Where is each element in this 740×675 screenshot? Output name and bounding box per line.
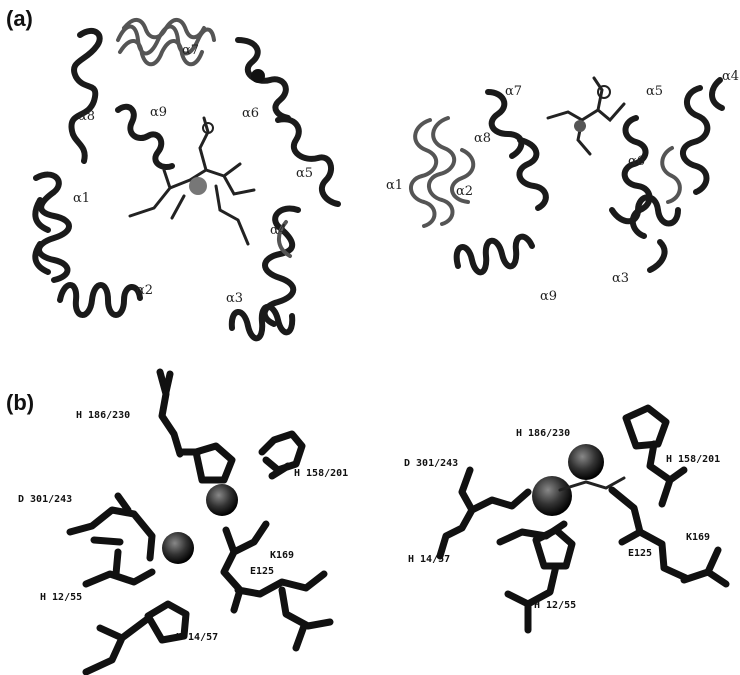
metal-ion-top-right [568, 444, 604, 480]
residue-label-h158-left: H 158/201 [294, 468, 348, 479]
residue-label-h186-left: H 186/230 [76, 410, 130, 421]
helix-label-a4-right: α4 [722, 69, 739, 84]
residue-label-d301-right: D 301/243 [404, 458, 458, 469]
residue-label-h14-right: H 14/57 [408, 554, 450, 565]
helix-a2-left [60, 285, 140, 315]
panel-a-left-view [35, 20, 338, 338]
panel-b-right-view [440, 408, 726, 630]
helix-a7-left [118, 20, 214, 64]
helix-label-a9-right: α9 [540, 289, 557, 304]
helix-label-a2-left: α2 [136, 283, 153, 298]
residue-label-h12-right: H 12/55 [534, 600, 576, 611]
panel-a-right-view [411, 78, 722, 272]
helix-label-a7-right: α7 [505, 84, 522, 99]
helix-label-a5-left: α5 [296, 166, 313, 181]
helix-bundle-right-right [612, 80, 722, 270]
residue-label-h12-left: H 12/55 [40, 592, 82, 603]
metal-ion-bottom-left [162, 532, 194, 564]
helix-label-a6-right: α6 [628, 154, 645, 169]
helix-label-a3-right: α3 [612, 271, 629, 286]
residue-label-e125-left: E125 [250, 566, 274, 577]
helix-a8-left [71, 31, 99, 161]
helix-label-a8-left: α8 [78, 109, 95, 124]
residue-label-k169-right: K169 [686, 532, 710, 543]
metal-ion-top-left [206, 484, 238, 516]
helix-label-a5-right: α5 [646, 84, 663, 99]
helix-a1-left [35, 175, 69, 280]
residue-label-h158-right: H 158/201 [666, 454, 720, 465]
central-ligand-right [548, 78, 624, 154]
helix-label-a4-left: α4 [270, 223, 287, 238]
helix-label-a3-left: α3 [226, 291, 243, 306]
helix-a5-left [278, 119, 338, 204]
residue-label-h186-right: H 186/230 [516, 428, 570, 439]
helix-label-a7-left: α7 [182, 43, 199, 58]
helix-label-a1-right: α1 [386, 178, 403, 193]
helix-bundle-right-left [411, 92, 546, 226]
helix-label-a6-left: α6 [242, 106, 259, 121]
residue-label-k169-left: K169 [270, 550, 294, 561]
residue-label-h14-left: H 14/57 [176, 632, 218, 643]
residue-label-d301-left: D 301/243 [18, 494, 72, 505]
helix-a9-right [457, 237, 532, 273]
helix-label-a8-right: α8 [474, 131, 491, 146]
metal-ion-bottom-right [532, 476, 572, 516]
residue-label-e125-right: E125 [628, 548, 652, 559]
helix-a3-left [232, 307, 292, 339]
helix-label-a9-left: α9 [150, 105, 167, 120]
helix-label-a1-left: α1 [73, 191, 90, 206]
helix-label-a2-right: α2 [456, 184, 473, 199]
